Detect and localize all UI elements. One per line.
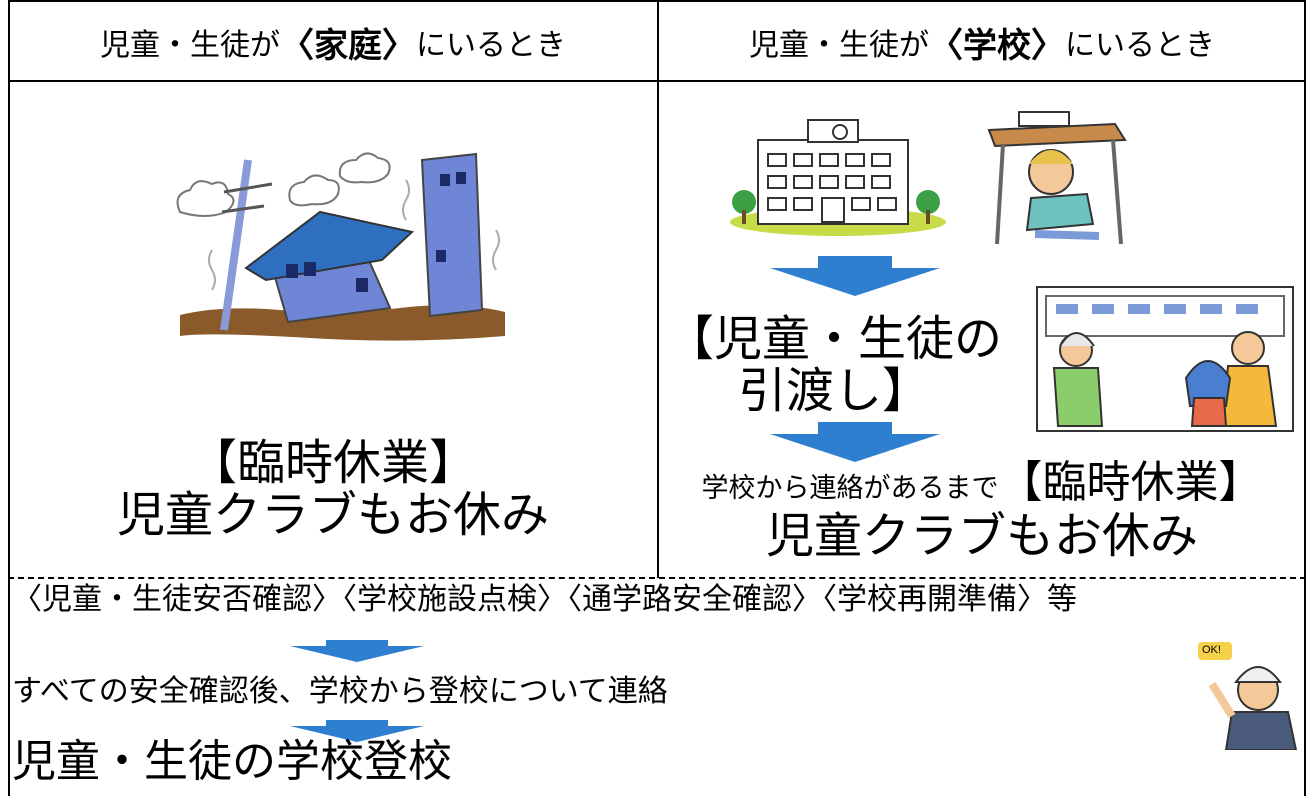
school-building-illustration: [730, 119, 946, 236]
header-school-prefix: 児童・生徒が: [749, 28, 929, 63]
header-school: 児童・生徒が 〈学校〉 にいるとき: [660, 14, 1304, 70]
home-closure-text: 【臨時休業】 児童クラブもお休み: [10, 435, 656, 543]
checks-text: 〈児童・生徒安否確認〉〈学校施設点検〉〈通学路安全確認〉〈学校再開準備〉等: [12, 582, 1077, 617]
column-divider: [657, 0, 659, 578]
contact-text: すべての安全確認後、学校から登校について連絡: [12, 674, 668, 709]
school-closure-label: 【臨時休業】: [998, 457, 1263, 508]
header-school-suffix: にいるとき: [1065, 28, 1215, 63]
until-contact-label: 学校から連絡があるまで: [701, 473, 999, 504]
diagram-frame: [8, 0, 1306, 796]
home-closure-label: 【臨時休業】: [188, 435, 477, 491]
down-arrow-1: [770, 256, 940, 296]
handover-text: 【児童・生徒の 引渡し】: [664, 311, 1004, 419]
header-home: 児童・生徒が 〈家庭〉 にいるとき: [10, 14, 656, 70]
school-club-label: 児童クラブもお休み: [765, 507, 1198, 564]
earthquake-house-illustration: [176, 152, 505, 341]
down-arrow-4: [290, 720, 424, 742]
header-home-suffix: にいるとき: [416, 28, 566, 63]
final-text: 児童・生徒の学校登校: [12, 736, 452, 787]
home-club-label: 児童クラブもお休み: [116, 486, 549, 543]
child-under-desk-illustration: [987, 111, 1127, 245]
handover-line1: 【児童・生徒の: [665, 311, 1002, 367]
header-home-prefix: 児童・生徒が: [100, 28, 280, 63]
header-home-place: 〈家庭〉: [280, 25, 416, 66]
worker-ok-illustration: OK!: [1192, 640, 1302, 750]
down-arrow-3: [290, 640, 424, 662]
parent-pickup-illustration: [1036, 286, 1294, 432]
header-school-place: 〈学校〉: [929, 25, 1065, 66]
section-divider: [8, 577, 1306, 579]
down-arrow-2: [770, 422, 940, 462]
school-closure-text: 学校から連絡があるまで【臨時休業】 児童クラブもお休み: [662, 457, 1302, 564]
handover-line2: 引渡し】: [737, 362, 930, 419]
ok-sign-label: OK!: [1202, 644, 1221, 656]
